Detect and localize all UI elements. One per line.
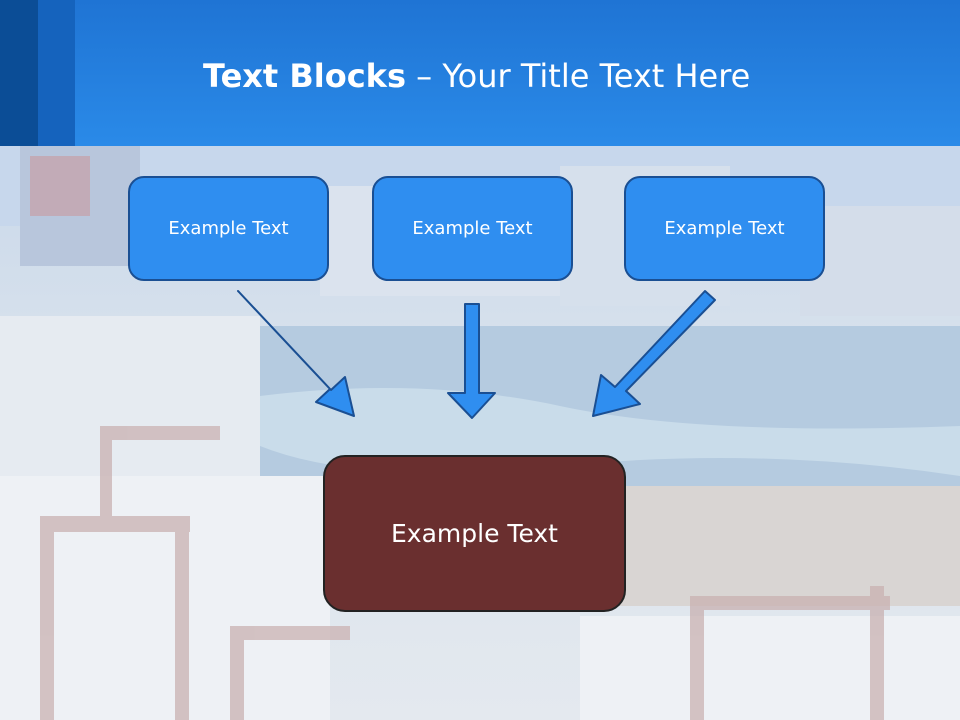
arrow-left-to-result	[237, 290, 355, 417]
result-text-block-label: Example Text	[391, 519, 558, 548]
arrow-right-to-result	[592, 290, 716, 417]
text-block-2-label: Example Text	[412, 218, 533, 239]
text-block-1: Example Text	[128, 176, 329, 281]
text-block-2: Example Text	[372, 176, 573, 281]
result-text-block: Example Text	[323, 455, 626, 612]
slide-title: Text Blocks – Your Title Text Here	[203, 52, 750, 100]
background-photo	[0, 146, 960, 720]
title-regular-part: Your Title Text Here	[442, 57, 751, 95]
arrow-center-to-result	[447, 303, 496, 419]
header-accent-stripe	[0, 0, 38, 146]
slide-header: Text Blocks – Your Title Text Here	[0, 0, 960, 146]
text-block-3-label: Example Text	[664, 218, 785, 239]
title-separator: –	[416, 57, 433, 95]
title-bold-part: Text Blocks	[203, 57, 406, 95]
header-accent-stripe-light	[38, 0, 75, 146]
text-block-1-label: Example Text	[168, 218, 289, 239]
text-block-3: Example Text	[624, 176, 825, 281]
